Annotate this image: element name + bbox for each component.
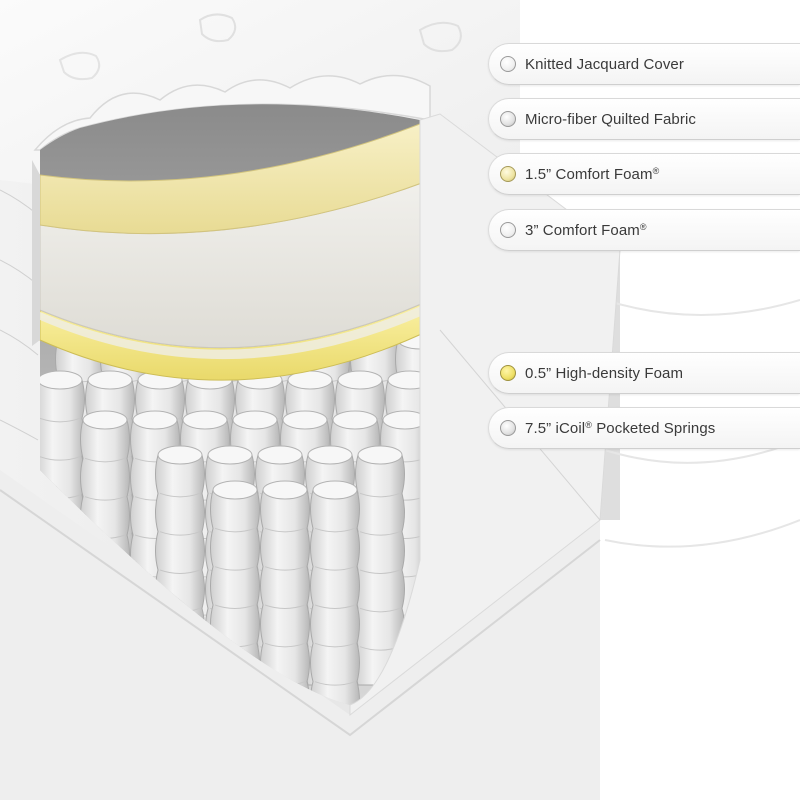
layer-label: 1.5” Comfort Foam® — [488, 153, 800, 195]
layer-label: 0.5” High-density Foam — [488, 352, 800, 394]
layer-swatch-icon — [500, 222, 516, 238]
layer-name: Knitted Jacquard Cover — [525, 56, 684, 73]
layer-name: 7.5” iCoil® Pocketed Springs — [525, 420, 715, 437]
layer-name: Micro-fiber Quilted Fabric — [525, 111, 696, 128]
layer-name: 1.5” Comfort Foam® — [525, 166, 659, 183]
layer-label: Micro-fiber Quilted Fabric — [488, 98, 800, 140]
layer-label: 3” Comfort Foam® — [488, 209, 800, 251]
layer-name: 3” Comfort Foam® — [525, 222, 647, 239]
registered-mark: ® — [585, 420, 592, 430]
coil — [311, 481, 360, 720]
layer-swatch-icon — [500, 420, 516, 436]
layer-swatch-icon — [500, 56, 516, 72]
registered-mark: ® — [653, 166, 660, 176]
layer-swatch-icon — [500, 365, 516, 381]
layer-name: 0.5” High-density Foam — [525, 365, 683, 382]
layer-label: 7.5” iCoil® Pocketed Springs — [488, 407, 800, 449]
layer-swatch-icon — [500, 111, 516, 127]
registered-mark: ® — [640, 222, 647, 232]
layer-label: Knitted Jacquard Cover — [488, 43, 800, 85]
layer-swatch-icon — [500, 166, 516, 182]
